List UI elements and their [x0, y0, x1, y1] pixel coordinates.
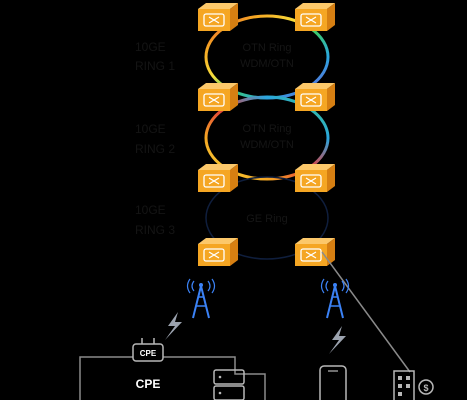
lightning-bolt-icon [329, 326, 346, 354]
ring-2-center-label: OTN Ring [243, 123, 292, 135]
uplink-line [321, 251, 411, 373]
ring-2: OTN Ring WDM/OTN 10GE RING 2 [135, 95, 330, 181]
router-2-left [198, 83, 238, 111]
server-icon [213, 369, 245, 400]
routers [198, 3, 335, 266]
router-1-left [198, 3, 238, 31]
router-icon [300, 174, 322, 188]
router-3-left [198, 164, 238, 192]
router-icon [203, 248, 225, 262]
ring-3-left-sublabel: RING 3 [135, 223, 175, 237]
cpe-label: CPE [136, 377, 161, 391]
router-icon [300, 13, 322, 27]
router-3-right [295, 164, 335, 192]
router-4-right [295, 238, 335, 266]
router-2-right [295, 83, 335, 111]
router-icon [203, 13, 225, 27]
router-icon [300, 93, 322, 107]
ring-2-center-sublabel: WDM/OTN [240, 139, 294, 151]
access-line [79, 356, 266, 400]
router-icon [203, 93, 225, 107]
mobile-phone-icon [319, 365, 347, 400]
ring-3-left-label: 10GE [135, 203, 166, 217]
ring-3-center-label: GE Ring [246, 213, 288, 225]
ring-1-left-sublabel: RING 1 [135, 59, 175, 73]
ring-3-path [205, 176, 329, 260]
router-icon [203, 174, 225, 188]
lightning-bolt-icon [165, 312, 182, 340]
router-4-left [198, 238, 238, 266]
svg-text:$: $ [423, 383, 428, 393]
office-building-icon: $ [393, 370, 434, 400]
ring-2-path [204, 95, 330, 181]
antenna-tower-icon [186, 278, 216, 319]
antenna-tower-icon [320, 278, 350, 319]
ring-1-left-label: 10GE [135, 40, 166, 54]
router-1-right [295, 3, 335, 31]
cpe-device-text: CPE [140, 349, 157, 358]
ring-2-left-sublabel: RING 2 [135, 142, 175, 156]
ring-2-left-label: 10GE [135, 122, 166, 136]
router-icon [300, 248, 322, 262]
ring-3: GE Ring 10GE RING 3 [135, 176, 329, 260]
ring-1-center-label: OTN Ring [243, 42, 292, 54]
cpe-device-icon: CPE [132, 338, 164, 362]
ring-1-center-sublabel: WDM/OTN [240, 58, 294, 70]
